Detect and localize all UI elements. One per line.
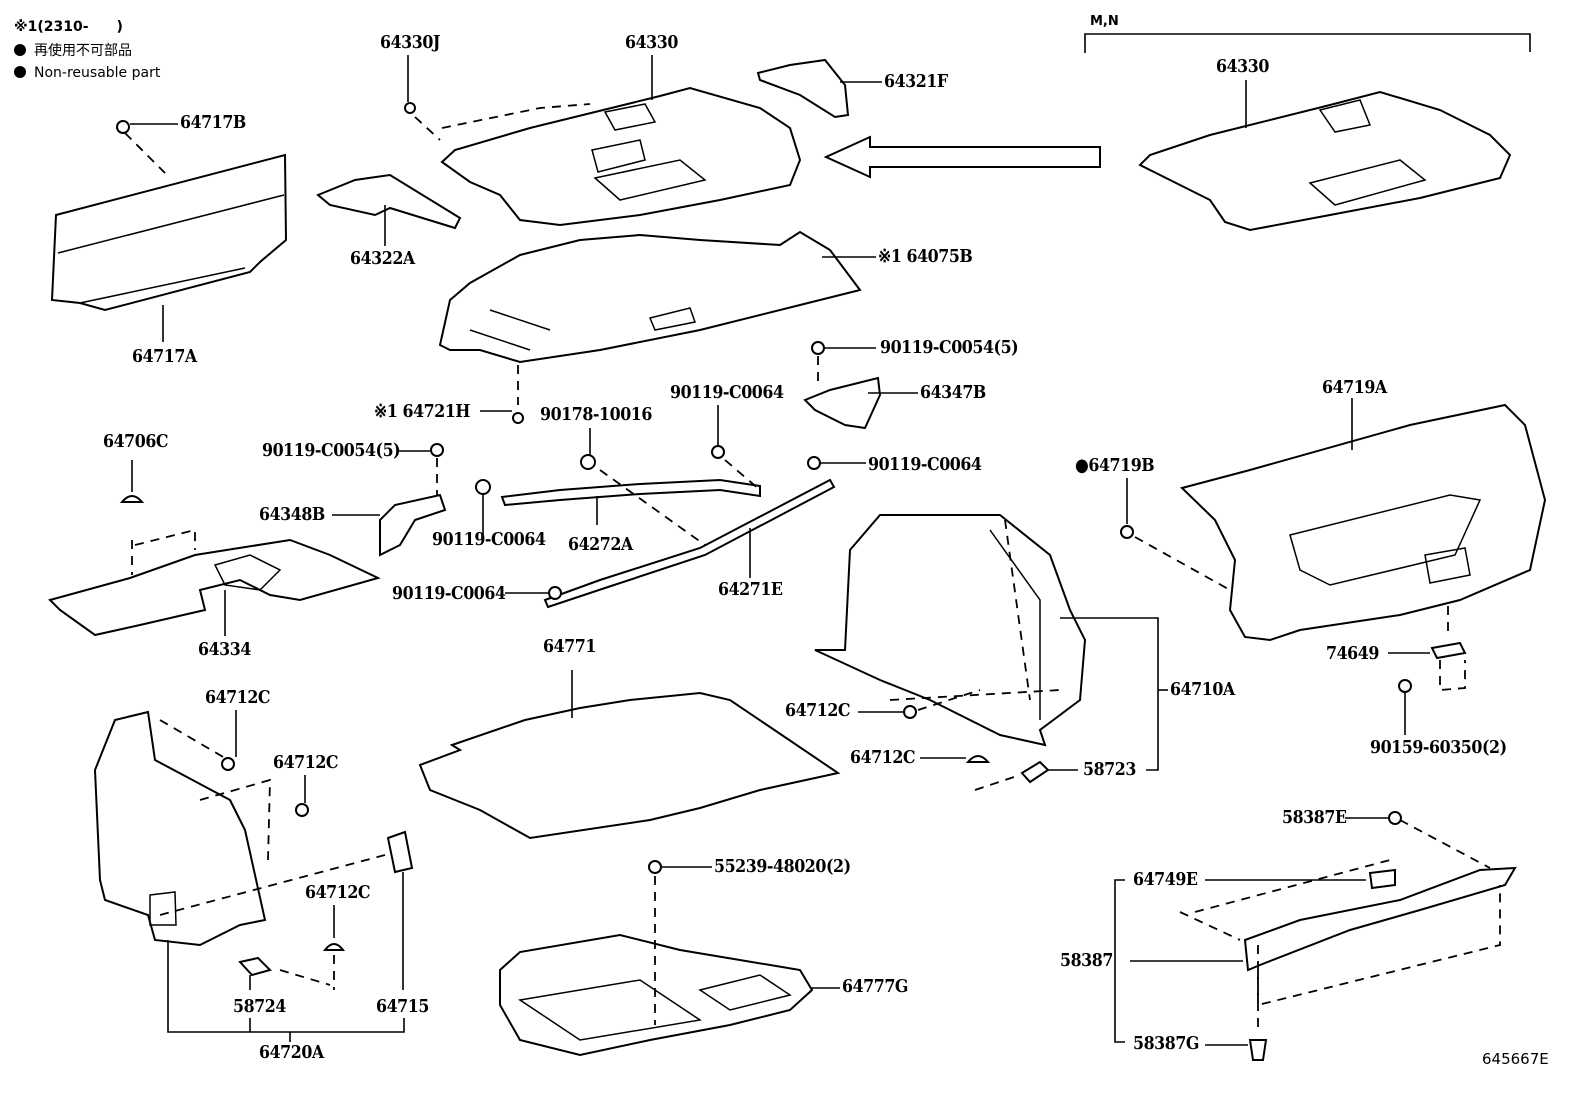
label-64749E[interactable]: 64749E xyxy=(1133,869,1198,890)
label-90178-10016[interactable]: 90178-10016 xyxy=(540,404,652,425)
label-64717A[interactable]: 64717A xyxy=(132,346,197,367)
part-64771-shape[interactable] xyxy=(418,691,841,840)
part-64330-mn-shape[interactable] xyxy=(1138,90,1512,232)
part-58724-shape[interactable] xyxy=(238,956,272,977)
label-64347B[interactable]: 64347B xyxy=(920,382,986,403)
label-58724[interactable]: 58724 xyxy=(233,996,286,1017)
legend-jp-text: 再使用不可部品 xyxy=(34,43,132,59)
clip-64712C-b-icon[interactable] xyxy=(295,803,309,817)
label-64272A[interactable]: 64272A xyxy=(568,534,633,555)
label-64720A[interactable]: 64720A xyxy=(259,1042,324,1063)
bolt-90119-C0064-c-icon[interactable] xyxy=(475,479,491,495)
clip-58387G-icon[interactable] xyxy=(1248,1039,1268,1061)
label-58387[interactable]: 58387 xyxy=(1060,950,1113,971)
part-64348B-shape[interactable] xyxy=(379,493,447,557)
label-64712C-b[interactable]: 64712C xyxy=(273,752,339,773)
part-64749E-shape[interactable] xyxy=(1368,868,1396,890)
part-64715-shape[interactable] xyxy=(386,830,414,874)
part-58387-shape[interactable] xyxy=(1243,866,1517,972)
bolt-90119-C0054-b-icon[interactable] xyxy=(430,443,444,457)
part-64717A-shape[interactable] xyxy=(50,153,288,312)
bolt-90119-C0064-d-icon[interactable] xyxy=(548,586,562,600)
part-64321F-shape[interactable] xyxy=(756,58,850,119)
label-90119-C0064-d[interactable]: 90119-C0064 xyxy=(392,583,506,604)
part-64330-shape[interactable] xyxy=(440,86,802,227)
part-58723-shape[interactable] xyxy=(1020,760,1050,784)
label-64712C-e[interactable]: 64712C xyxy=(850,747,916,768)
label-64348B[interactable]: 64348B xyxy=(259,504,325,525)
clip-64719B-icon[interactable] xyxy=(1120,525,1134,539)
clip-64712C-a-icon[interactable] xyxy=(221,757,235,771)
label-90119-C0064-a[interactable]: 90119-C0064 xyxy=(670,382,784,403)
label-64321F[interactable]: 64321F xyxy=(884,71,948,92)
direction-arrow-icon xyxy=(823,135,1101,179)
label-64717B[interactable]: 64717B xyxy=(180,112,246,133)
screw-90159-60350-icon[interactable] xyxy=(1398,679,1412,693)
label-58723[interactable]: 58723 xyxy=(1083,759,1136,780)
part-64334-shape[interactable] xyxy=(48,538,381,637)
screw-55239-48020-icon[interactable] xyxy=(648,860,662,874)
part-64710A-shape[interactable] xyxy=(814,514,1087,747)
label-90159-60350[interactable]: 90159-60350(2) xyxy=(1370,737,1507,758)
clip-64706C-icon[interactable] xyxy=(119,495,145,503)
label-64712C-a[interactable]: 64712C xyxy=(205,687,271,708)
bolt-90119-C0054-a-icon[interactable] xyxy=(811,341,825,355)
part-64720A-shape[interactable] xyxy=(93,710,386,947)
label-64715[interactable]: 64715 xyxy=(376,996,429,1017)
part-64719A-shape[interactable] xyxy=(1180,403,1547,642)
bolt-90119-C0064-b-icon[interactable] xyxy=(807,456,821,470)
label-55239-48020[interactable]: 55239-48020(2) xyxy=(714,856,851,877)
nut-90178-10016-icon[interactable] xyxy=(580,454,596,470)
legend-nonreusable-en: Non-reusable part xyxy=(14,64,160,82)
label-64330J[interactable]: 64330J xyxy=(380,32,440,53)
legend: ※1(2310- ) 再使用不可部品 Non-reusable part xyxy=(14,18,160,82)
clip-64717B-icon[interactable] xyxy=(116,120,130,134)
label-64330-mn[interactable]: 64330 xyxy=(1216,56,1269,77)
clip-58387E-icon[interactable] xyxy=(1388,811,1402,825)
label-64721H[interactable]: ※1 64721H xyxy=(374,401,470,422)
part-64777G-shape[interactable] xyxy=(499,933,814,1057)
clip-64712C-e-icon[interactable] xyxy=(965,755,991,763)
label-90119-C0054-b[interactable]: 90119-C0054(5) xyxy=(262,440,401,461)
illustration-number: 645667E xyxy=(1482,1050,1549,1068)
clip-64330J-icon[interactable] xyxy=(404,102,416,114)
part-64075B-shape[interactable] xyxy=(438,230,862,364)
label-64719B[interactable]: ●64719B xyxy=(1075,455,1155,476)
label-64334[interactable]: 64334 xyxy=(198,639,251,660)
legend-en-text: Non-reusable part xyxy=(34,65,161,81)
label-64330[interactable]: 64330 xyxy=(625,32,678,53)
variant-bracket xyxy=(1084,33,1531,53)
nonreusable-dot-icon xyxy=(14,44,26,56)
label-58387E[interactable]: 58387E xyxy=(1282,807,1347,828)
clip-64721H-icon[interactable] xyxy=(512,412,524,424)
label-64719A[interactable]: 64719A xyxy=(1322,377,1387,398)
label-64075B[interactable]: ※1 64075B xyxy=(878,246,973,267)
label-58387G[interactable]: 58387G xyxy=(1133,1033,1199,1054)
label-64322A[interactable]: 64322A xyxy=(350,248,415,269)
legend-note-code: ※1(2310- ) xyxy=(14,19,123,35)
label-74649[interactable]: 74649 xyxy=(1326,643,1379,664)
bolt-90119-C0064-a-icon[interactable] xyxy=(711,445,725,459)
label-64271E[interactable]: 64271E xyxy=(718,579,783,600)
clip-64712C-d-icon[interactable] xyxy=(903,705,917,719)
nonreusable-dot-icon xyxy=(14,66,26,78)
clip-64712C-c-icon[interactable] xyxy=(322,943,346,951)
label-64777G[interactable]: 64777G xyxy=(842,976,908,997)
label-90119-C0054-a[interactable]: 90119-C0054(5) xyxy=(880,337,1019,358)
label-64771[interactable]: 64771 xyxy=(543,636,596,657)
part-64271E-shape[interactable] xyxy=(543,478,836,609)
variant-bracket-label: M,N xyxy=(1090,14,1119,29)
label-64706C[interactable]: 64706C xyxy=(103,431,169,452)
label-64712C-d[interactable]: 64712C xyxy=(785,700,851,721)
label-90119-C0064-b[interactable]: 90119-C0064 xyxy=(868,454,982,475)
legend-nonreusable-jp: 再使用不可部品 xyxy=(14,42,160,60)
label-90119-C0064-c[interactable]: 90119-C0064 xyxy=(432,529,546,550)
label-64710A[interactable]: 64710A xyxy=(1170,679,1235,700)
part-64347B-shape[interactable] xyxy=(803,376,882,430)
label-64712C-c[interactable]: 64712C xyxy=(305,882,371,903)
part-64322A-shape[interactable] xyxy=(316,173,462,230)
part-74649-shape[interactable] xyxy=(1430,641,1467,660)
